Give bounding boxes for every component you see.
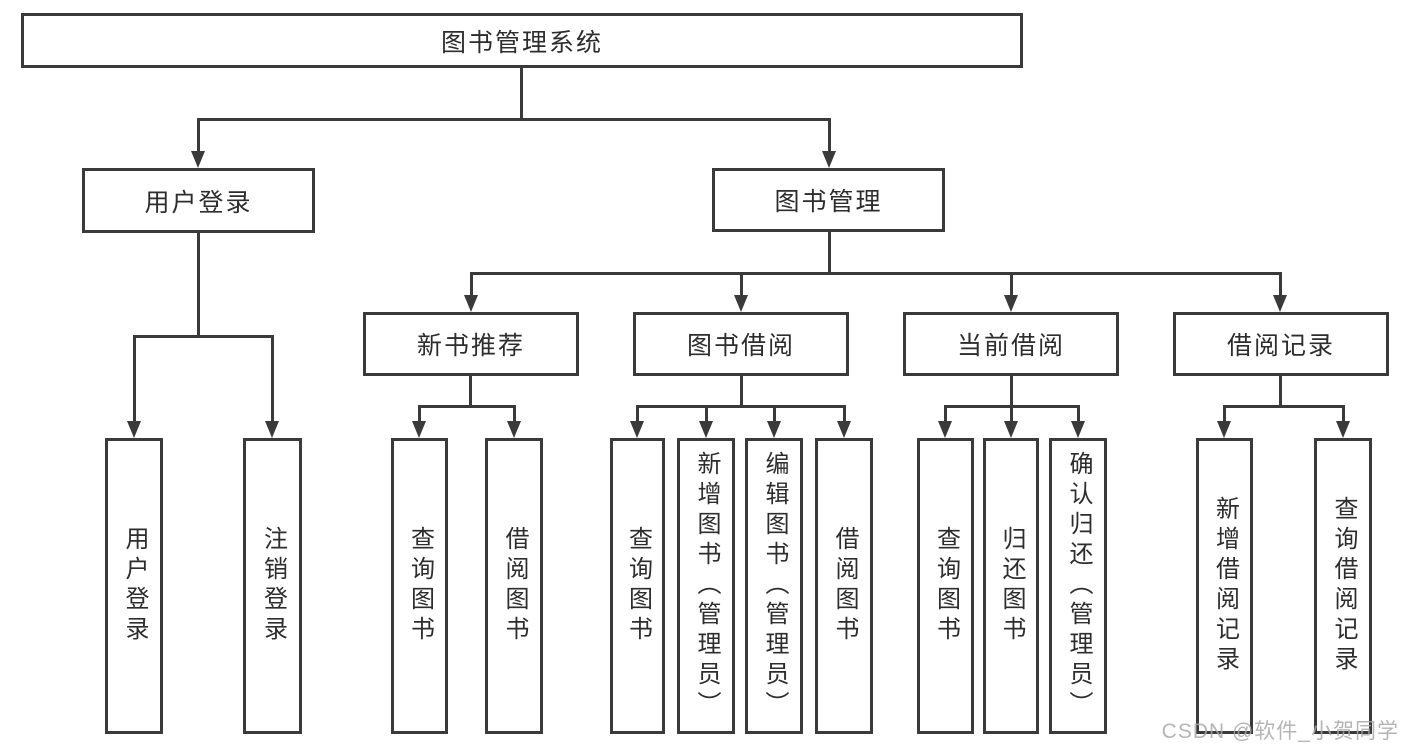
connector-line — [828, 232, 831, 272]
connector-line — [133, 335, 273, 338]
node-book-borrow: 图书借阅 — [633, 312, 849, 376]
leaf-query-books-recommend: 查询图书 — [391, 438, 448, 734]
node-current-borrow: 当前借阅 — [903, 312, 1119, 376]
leaf-query-books-borrow-label: 查询图书 — [624, 526, 652, 646]
connector-arrowhead-icon — [938, 421, 952, 438]
connector-line — [1010, 376, 1013, 405]
connector-line — [197, 118, 200, 152]
connector-line — [133, 335, 136, 421]
node-borrow-records: 借阅记录 — [1173, 312, 1389, 376]
node-root-label: 图书管理系统 — [440, 28, 603, 57]
connector-arrowhead-icon — [1217, 421, 1231, 438]
connector-line — [1279, 272, 1282, 296]
connector-line — [1010, 272, 1013, 296]
connector-line — [1223, 405, 1226, 421]
leaf-query-borrow-record-label: 查询借阅记录 — [1330, 496, 1357, 676]
leaf-add-books-admin: 新增图书（管理员） — [677, 438, 735, 734]
connector-line — [418, 405, 515, 408]
leaf-query-borrow-record: 查询借阅记录 — [1314, 438, 1372, 734]
connector-line — [271, 335, 274, 421]
connector-arrowhead-icon — [464, 295, 478, 312]
connector-arrowhead-icon — [767, 421, 781, 438]
leaf-confirm-return-admin-label: 确认归还（管理员） — [1065, 451, 1092, 721]
connector-line — [636, 405, 845, 408]
connector-arrowhead-icon — [822, 151, 836, 168]
connector-arrowhead-icon — [630, 421, 644, 438]
connector-line — [740, 272, 743, 296]
connector-line — [1077, 405, 1080, 421]
leaf-user-login-label: 用户登录 — [121, 526, 148, 646]
connector-line — [773, 405, 776, 421]
connector-line — [944, 405, 947, 421]
connector-arrowhead-icon — [837, 421, 851, 438]
connector-line — [843, 405, 846, 421]
connector-line — [470, 272, 473, 296]
connector-arrowhead-icon — [699, 421, 713, 438]
leaf-add-books-admin-label: 新增图书（管理员） — [693, 451, 720, 721]
leaf-query-books-current: 查询图书 — [917, 438, 974, 734]
connector-line — [197, 118, 831, 121]
leaf-add-borrow-record: 新增借阅记录 — [1196, 438, 1253, 734]
node-borrow-records-label: 借阅记录 — [1226, 332, 1335, 360]
connector-line — [520, 68, 523, 118]
leaf-edit-books-admin: 编辑图书（管理员） — [745, 438, 803, 734]
leaf-borrow-books-recommend: 借阅图书 — [485, 438, 543, 734]
connector-line — [705, 405, 708, 421]
connector-line — [1279, 376, 1282, 405]
connector-arrowhead-icon — [1336, 421, 1350, 438]
node-user-login-label: 用户登录 — [144, 188, 253, 217]
connector-arrowhead-icon — [1071, 421, 1085, 438]
leaf-borrow-books-recommend-label: 借阅图书 — [501, 526, 528, 646]
node-book-management: 图书管理 — [712, 168, 945, 232]
leaf-return-books-label: 归还图书 — [998, 526, 1025, 646]
connector-line — [1223, 405, 1344, 408]
connector-arrowhead-icon — [1004, 295, 1018, 312]
leaf-query-books-current-label: 查询图书 — [932, 526, 960, 646]
connector-line — [513, 405, 516, 421]
node-book-management-label: 图书管理 — [774, 188, 883, 216]
connector-line — [197, 233, 200, 335]
leaf-confirm-return-admin: 确认归还（管理员） — [1049, 438, 1107, 734]
connector-line — [636, 405, 639, 421]
leaf-query-books-borrow: 查询图书 — [610, 438, 665, 734]
connector-arrowhead-icon — [1004, 421, 1018, 438]
leaf-add-borrow-record-label: 新增借阅记录 — [1211, 496, 1239, 676]
connector-line — [1342, 405, 1345, 421]
connector-arrowhead-icon — [507, 421, 521, 438]
connector-arrowhead-icon — [127, 421, 141, 438]
leaf-return-books: 归还图书 — [983, 438, 1039, 734]
node-root: 图书管理系统 — [21, 13, 1023, 68]
connector-arrowhead-icon — [1273, 295, 1287, 312]
leaf-logout: 注销登录 — [243, 438, 302, 734]
connector-line — [740, 376, 743, 405]
connector-arrowhead-icon — [412, 421, 426, 438]
leaf-user-login: 用户登录 — [105, 438, 163, 734]
connector-line — [469, 376, 472, 405]
node-current-borrow-label: 当前借阅 — [956, 332, 1065, 360]
leaf-borrow-books-label: 借阅图书 — [831, 526, 858, 646]
connector-arrowhead-icon — [191, 151, 205, 168]
csdn-watermark: CSDN @软件_小贺同学 — [1161, 720, 1399, 743]
connector-line — [828, 118, 831, 152]
leaf-logout-label: 注销登录 — [259, 526, 287, 646]
node-new-book-recommend-label: 新书推荐 — [416, 332, 525, 360]
connector-arrowhead-icon — [265, 421, 279, 438]
connector-arrowhead-icon — [734, 295, 748, 312]
connector-line — [418, 405, 421, 421]
leaf-query-books-recommend-label: 查询图书 — [406, 526, 434, 646]
leaf-edit-books-admin-label: 编辑图书（管理员） — [761, 451, 788, 721]
node-user-login: 用户登录 — [82, 168, 315, 233]
leaf-borrow-books: 借阅图书 — [815, 438, 873, 734]
node-new-book-recommend: 新书推荐 — [363, 312, 579, 376]
connector-line — [470, 272, 1282, 275]
connector-line — [1010, 405, 1013, 421]
node-book-borrow-label: 图书借阅 — [686, 332, 795, 360]
